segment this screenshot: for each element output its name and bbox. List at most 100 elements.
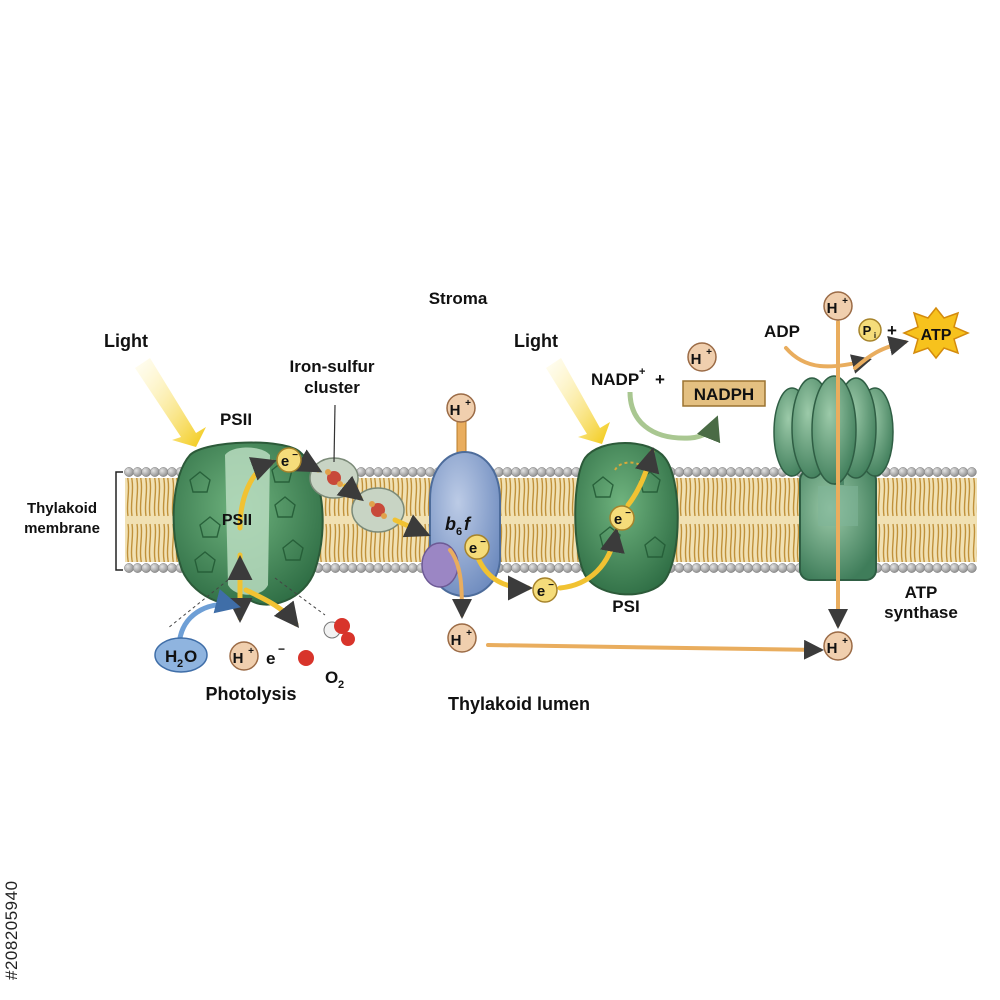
adp-label: ADP: [764, 322, 800, 341]
lipid-head: [562, 563, 573, 573]
svg-text:NADP: NADP: [591, 370, 639, 389]
svg-text:ATP: ATP: [921, 327, 952, 344]
lipid-head: [124, 467, 134, 477]
electron-psii-water: e −: [266, 642, 285, 668]
lipid-head: [373, 563, 384, 573]
proton-nadph: H +: [687, 342, 717, 372]
photolysis-guide-right: [274, 577, 326, 616]
lipid-head: [726, 563, 736, 573]
lipid-head: [683, 467, 693, 477]
atp-star-icon: ATP: [902, 306, 970, 360]
svg-text:e: e: [614, 511, 622, 528]
svg-text:2: 2: [338, 679, 344, 691]
psii-label-core: PSII: [222, 512, 252, 529]
lipid-head: [674, 563, 685, 573]
lipid-head: [889, 563, 900, 573]
nadph-box: NADPH: [682, 380, 766, 407]
lipid-head: [347, 563, 358, 573]
lipid-head: [364, 467, 375, 477]
svg-text:H: H: [450, 402, 461, 419]
membrane-label-line2: membrane: [24, 520, 100, 537]
lipid-head: [751, 467, 762, 477]
svg-text:H: H: [691, 351, 702, 368]
lipid-head: [536, 563, 547, 573]
lipid-head: [958, 563, 969, 573]
lipid-head: [571, 563, 582, 573]
oxygen-atom-icon: [298, 650, 314, 666]
iron-sulfur-pointer: [333, 404, 336, 463]
lipid-head: [726, 467, 736, 477]
lipid-head: [167, 563, 177, 573]
svg-text:e: e: [266, 649, 275, 668]
lipid-head: [407, 467, 418, 477]
svg-text:H: H: [451, 632, 462, 649]
stroma-label: Stroma: [429, 289, 488, 308]
atp-synthase-label-line1: ATP: [905, 583, 938, 602]
lipid-head: [158, 467, 169, 477]
svg-text:NADPH: NADPH: [694, 385, 754, 404]
svg-text:e: e: [469, 540, 477, 557]
lipid-head: [373, 467, 384, 477]
lipid-head: [519, 563, 530, 573]
proton-atp-synthase-lumen: H +: [823, 631, 853, 661]
lipid-head: [167, 467, 177, 477]
svg-text:+: +: [466, 628, 472, 639]
lipid-head: [700, 563, 711, 573]
lipid-head: [339, 563, 349, 573]
water-molecule: H 2 O: [154, 637, 208, 673]
lipid-head: [958, 467, 969, 477]
lipid-head: [949, 467, 960, 477]
iron-sulfur-label-line1: Iron-sulfur: [290, 357, 375, 376]
lipid-head: [141, 467, 152, 477]
svg-text:+: +: [706, 347, 712, 358]
light-beam-right: [546, 358, 610, 444]
lipid-head: [502, 467, 513, 477]
svg-text:e: e: [537, 583, 545, 600]
lipid-head: [511, 467, 521, 477]
svg-text:P: P: [863, 323, 872, 338]
svg-text:H: H: [827, 300, 838, 317]
photolysis-label: Photolysis: [205, 684, 296, 704]
lipid-head: [330, 563, 341, 573]
lipid-head: [407, 563, 418, 573]
electron-flow-arrows: [227, 447, 660, 628]
svg-text:b: b: [445, 514, 456, 534]
lipid-head: [889, 467, 900, 477]
lipid-head: [734, 467, 745, 477]
lipid-head: [390, 563, 401, 573]
lipid-head: [691, 563, 702, 573]
svg-text:−: −: [625, 508, 631, 519]
lipid-head: [683, 563, 693, 573]
lipid-head: [149, 563, 160, 573]
svg-text:+: +: [639, 366, 645, 378]
lipid-head: [717, 467, 728, 477]
svg-text:−: −: [278, 642, 285, 656]
nadp-label: NADP + +: [591, 366, 665, 389]
lipid-head: [158, 563, 169, 573]
membrane-label-line1: Thylakoid: [27, 500, 97, 517]
lipid-head: [562, 467, 573, 477]
lipid-head: [717, 563, 728, 573]
svg-text:O: O: [184, 647, 197, 666]
lipid-head: [536, 467, 547, 477]
lipid-head: [743, 467, 754, 477]
lipid-head: [511, 563, 521, 573]
lipid-head: [786, 563, 797, 573]
lipid-head: [941, 467, 951, 477]
lipid-head: [364, 563, 375, 573]
svg-text:H: H: [827, 640, 838, 657]
svg-text:+: +: [248, 646, 254, 657]
light-beam-left: [135, 358, 206, 447]
lipid-head: [949, 563, 960, 573]
lipid-head: [554, 467, 564, 477]
lipid-head: [502, 563, 513, 573]
lipid-head: [321, 563, 332, 573]
atp-synthase: [773, 375, 894, 581]
lipid-head: [906, 467, 917, 477]
lipid-head: [915, 467, 926, 477]
lipid-head: [132, 563, 143, 573]
atp-synthase-label-line2: synthase: [884, 603, 958, 622]
lipid-head: [923, 563, 934, 573]
lipid-head: [966, 563, 977, 573]
